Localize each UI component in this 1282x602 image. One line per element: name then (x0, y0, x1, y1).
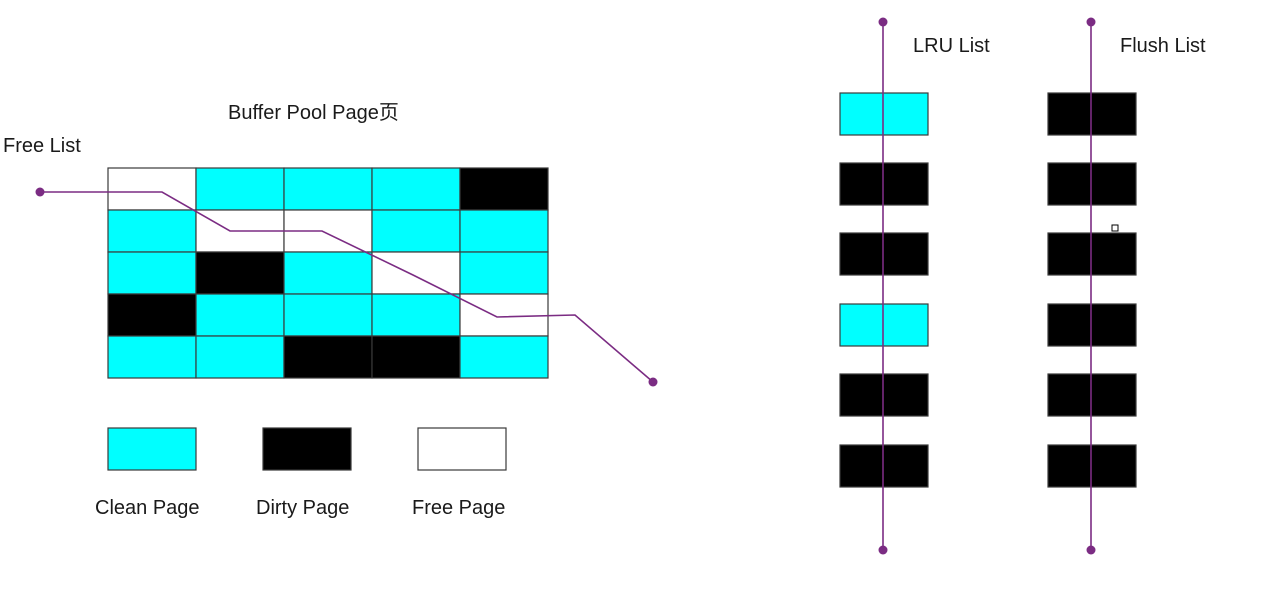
page-cell-clean (107, 251, 197, 295)
list-page-dirty (1047, 373, 1137, 417)
page-cell-clean (283, 251, 373, 295)
legend-label-clean: Clean Page (95, 497, 200, 519)
legend-swatch-clean (107, 427, 197, 471)
page-cell-dirty (459, 167, 549, 211)
legend-swatches (107, 427, 507, 471)
list-bottom-dot (878, 545, 888, 555)
page-cell-clean (283, 293, 373, 337)
page-cell-free (459, 293, 549, 337)
page-cell-clean (371, 209, 461, 253)
list-top-dot (1086, 17, 1096, 27)
page-cell-clean (283, 167, 373, 211)
legend-swatch-dirty (262, 427, 352, 471)
free-list-start-dot (35, 187, 45, 197)
page-cell-clean (459, 251, 549, 295)
legend-label-free: Free Page (412, 497, 506, 519)
list-page-dirty (1047, 162, 1137, 206)
page-cell-clean (371, 293, 461, 337)
legend-label-dirty: Dirty Page (256, 497, 350, 519)
lru-list-label: LRU List (913, 35, 990, 57)
page-cell-clean (195, 167, 285, 211)
page-cell-clean (107, 209, 197, 253)
flush-list-label: Flush List (1120, 35, 1206, 57)
list-page-dirty (1047, 303, 1137, 347)
list-page-dirty (1047, 92, 1137, 136)
list-page-dirty (1047, 232, 1137, 276)
free-list-label: Free List (3, 135, 81, 157)
page-cell-clean (371, 167, 461, 211)
page-cell-clean (195, 335, 285, 379)
page-cell-clean (459, 209, 549, 253)
page-cell-dirty (107, 293, 197, 337)
buffer-pool-title: Buffer Pool Page页 (228, 102, 399, 124)
page-cell-dirty (371, 335, 461, 379)
list-page-clean (839, 92, 929, 136)
page-cell-dirty (283, 335, 373, 379)
page-lists (839, 17, 1137, 555)
small-marker (1111, 224, 1119, 232)
list-page-dirty (839, 162, 929, 206)
page-cell-clean (107, 335, 197, 379)
list-bottom-dot (1086, 545, 1096, 555)
page-cell-free (371, 251, 461, 295)
list-page-dirty (839, 373, 929, 417)
list-page-dirty (839, 232, 929, 276)
list-top-dot (878, 17, 888, 27)
free-list-path (35, 187, 658, 387)
page-cell-clean (459, 335, 549, 379)
list-page-clean (839, 303, 929, 347)
free-list-end-dot (648, 377, 658, 387)
page-cell-clean (195, 293, 285, 337)
list-page-dirty (1047, 444, 1137, 488)
buffer-pool-grid (107, 167, 549, 379)
list-page-dirty (839, 444, 929, 488)
legend-swatch-free (417, 427, 507, 471)
page-cell-dirty (195, 251, 285, 295)
free-list-line (40, 191, 654, 383)
